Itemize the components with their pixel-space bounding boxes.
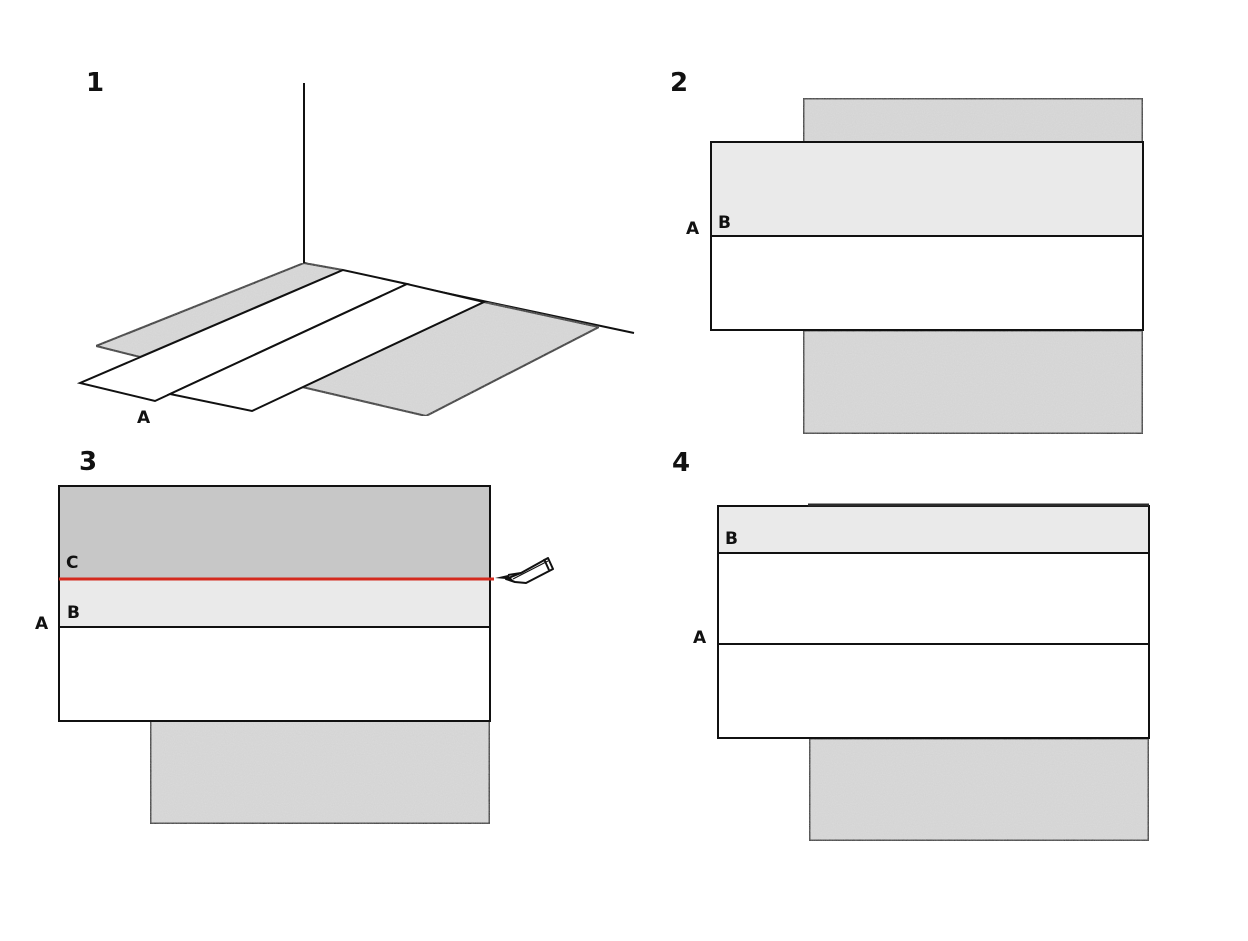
existing-board-bottom [801, 328, 1145, 436]
label-b: B [725, 529, 738, 549]
label-a: A [137, 408, 151, 428]
label-c: C [66, 553, 78, 573]
label-a: A [693, 628, 707, 648]
panel-4: 4 B A [672, 448, 1151, 843]
step-number-1: 1 [86, 68, 104, 98]
step-number-4: 4 [672, 448, 690, 478]
new-board-b [166, 282, 488, 413]
board-a [58, 626, 491, 722]
label-a: A [35, 614, 49, 634]
board-a [717, 643, 1150, 739]
board-middle [717, 552, 1150, 645]
board-b [58, 578, 491, 628]
panel-2: 2 A B [670, 68, 1145, 436]
step-number-2: 2 [670, 68, 688, 98]
label-b: B [718, 213, 731, 233]
board-a [710, 235, 1144, 331]
panel-3: 3 C B A [35, 447, 554, 826]
board-b [717, 505, 1150, 554]
board-b [710, 141, 1144, 237]
board-c [58, 485, 491, 580]
existing-board-bottom [148, 718, 492, 826]
label-b: B [67, 603, 80, 623]
label-a: A [686, 219, 700, 239]
existing-board-top [801, 96, 1145, 146]
panel-1: 1 A [76, 68, 635, 428]
step-number-3: 3 [79, 447, 97, 477]
pencil-icon [495, 557, 554, 584]
existing-board-bottom [807, 736, 1151, 843]
